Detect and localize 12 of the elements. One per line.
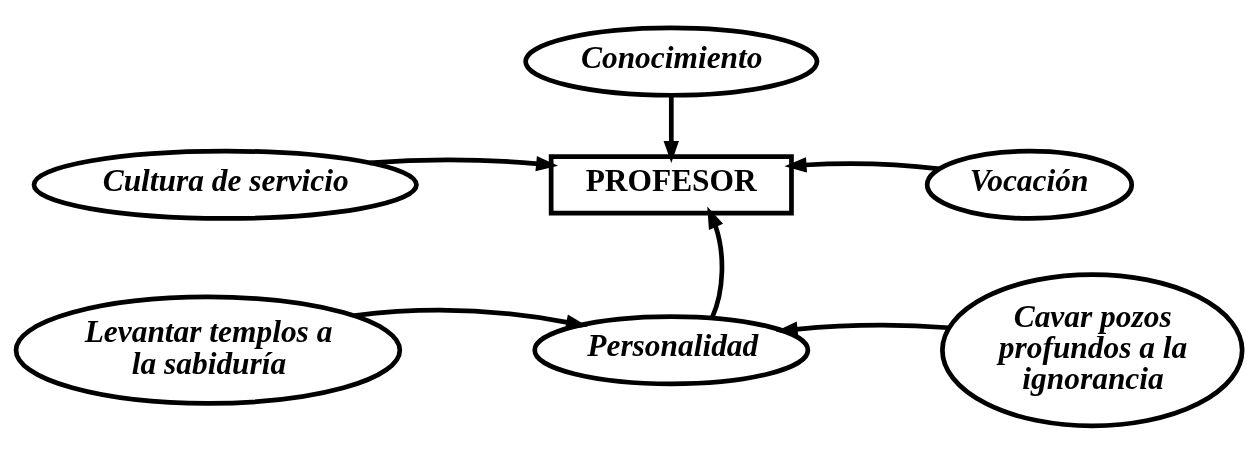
arrow — [707, 206, 725, 319]
node-ellipse: Cavar pozos profundos a la ignorancia — [940, 271, 1245, 428]
arrow — [663, 94, 680, 163]
node-ellipse: Cultura de servicio — [31, 148, 419, 221]
arrow — [354, 307, 588, 330]
node-ellipse: Conocimiento — [523, 25, 820, 98]
node-ellipse: Vocación — [924, 148, 1135, 221]
node-box: PROFESOR — [548, 153, 794, 215]
arrow — [369, 155, 559, 171]
arrow — [775, 321, 950, 337]
arrow — [784, 156, 940, 173]
node-ellipse: Levantar templos a la sabiduría — [13, 294, 403, 406]
